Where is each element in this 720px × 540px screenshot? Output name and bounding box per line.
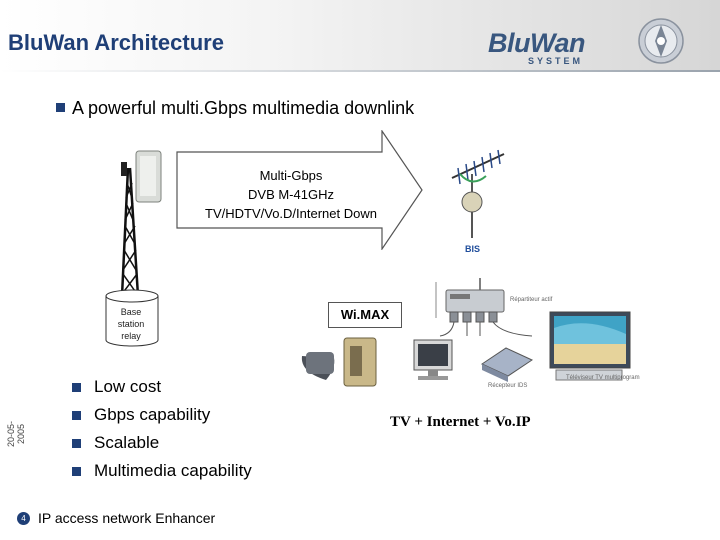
- base-station-relay-label: Base station relay: [106, 306, 156, 342]
- feature-text: Scalable: [94, 433, 160, 452]
- pc-monitor-icon: [413, 339, 453, 380]
- sector-antenna-icon: [135, 150, 162, 203]
- feature-text: Gbps capability: [94, 405, 211, 424]
- bluwan-logo-subtitle: SYSTEM: [528, 56, 584, 66]
- end-user-devices: [301, 311, 631, 387]
- downlink-arrow-text: Multi-Gbps DVB M-41GHz TV/HDTV/Vo.D/Inte…: [180, 166, 402, 223]
- active-splitter-icon: [435, 278, 533, 337]
- list-item: Multimedia capability: [72, 460, 252, 488]
- header-bar: [0, 0, 720, 70]
- phone-icon: [301, 352, 335, 380]
- feature-text: Multimedia capability: [94, 461, 252, 480]
- header-divider: [0, 70, 720, 72]
- base-station-relay-icon: [105, 289, 159, 347]
- wimax-terminal-icon: [343, 337, 377, 387]
- arrow-line-1: Multi-Gbps: [259, 168, 323, 183]
- wimax-box: Wi.MAX: [328, 302, 402, 328]
- bullet-icon: [72, 411, 81, 420]
- slide-date: 20-05-2005: [6, 421, 26, 448]
- downlink-arrow: [176, 130, 423, 250]
- tv-label: Téléviseur TV multiprogram: [566, 375, 640, 381]
- page-number: 4: [17, 512, 30, 525]
- bis-label: BIS: [465, 244, 481, 254]
- relay-label-line-3: relay: [121, 331, 141, 341]
- list-item: Low cost: [72, 376, 252, 404]
- television-icon: [549, 311, 631, 381]
- receiver-box-icon: [480, 347, 534, 382]
- feature-list: Low cost Gbps capability Scalable Multim…: [72, 376, 252, 488]
- list-item: Scalable: [72, 432, 252, 460]
- headline-bullet: [56, 103, 65, 112]
- bullet-icon: [72, 383, 81, 392]
- receiver-label: Récepteur IDS: [488, 383, 528, 389]
- arrow-line-3: TV/HDTV/Vo.D/Internet Down: [205, 206, 377, 221]
- bluwan-emblem-icon: [638, 18, 684, 64]
- feature-text: Low cost: [94, 377, 162, 396]
- relay-label-line-1: Base: [120, 307, 142, 317]
- bullet-icon: [72, 439, 81, 448]
- bullet-icon: [72, 467, 81, 476]
- slide-title: BluWan Architecture: [8, 30, 224, 55]
- tv-internet-voip-label: TV + Internet + Vo.IP: [390, 414, 531, 430]
- base-station-tower-icon: [120, 162, 140, 297]
- arrow-line-2: DVB M-41GHz: [248, 187, 334, 202]
- relay-label-line-2: station: [117, 319, 145, 329]
- footer-text: IP access network Enhancer: [38, 510, 216, 526]
- repeater-label: Répartiteur actif: [510, 297, 553, 303]
- rooftop-antenna-icon: [451, 149, 505, 238]
- list-item: Gbps capability: [72, 404, 252, 432]
- bluwan-logo-text: BluWan: [488, 28, 586, 58]
- headline-text: A powerful multi.Gbps multimedia downlin…: [72, 98, 415, 118]
